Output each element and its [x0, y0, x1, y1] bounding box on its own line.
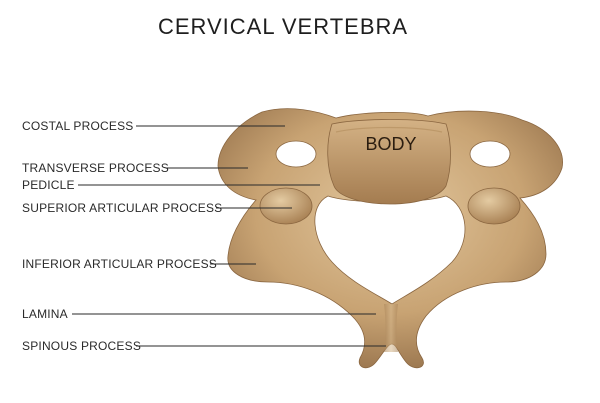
- label-costal-process: COSTAL PROCESS: [22, 119, 134, 133]
- left-superior-articular-process: [259, 187, 313, 225]
- label-inferior-articular-process: INFERIOR ARTICULAR PROCESS: [22, 257, 217, 271]
- right-superior-articular-process: [467, 187, 521, 225]
- diagram-title: CERVICAL VERTEBRA: [158, 14, 408, 39]
- right-transverse-foramen: [469, 140, 511, 168]
- label-spinous-process: SPINOUS PROCESS: [22, 339, 141, 353]
- label-lamina: LAMINA: [22, 307, 68, 321]
- vertebra-illustration: [217, 108, 563, 369]
- body-label: BODY: [365, 134, 416, 154]
- label-superior-articular-process: SUPERIOR ARTICULAR PROCESS: [22, 201, 222, 215]
- spinous-process: [384, 304, 398, 352]
- callout-labels: COSTAL PROCESS TRANSVERSE PROCESS PEDICL…: [22, 119, 386, 353]
- left-transverse-foramen: [275, 140, 317, 168]
- vertebral-body: [327, 119, 451, 205]
- vertebral-foramen: [314, 195, 466, 305]
- label-pedicle: PEDICLE: [22, 178, 75, 192]
- vertebral-body-rim: [335, 126, 443, 133]
- label-transverse-process: TRANSVERSE PROCESS: [22, 161, 169, 175]
